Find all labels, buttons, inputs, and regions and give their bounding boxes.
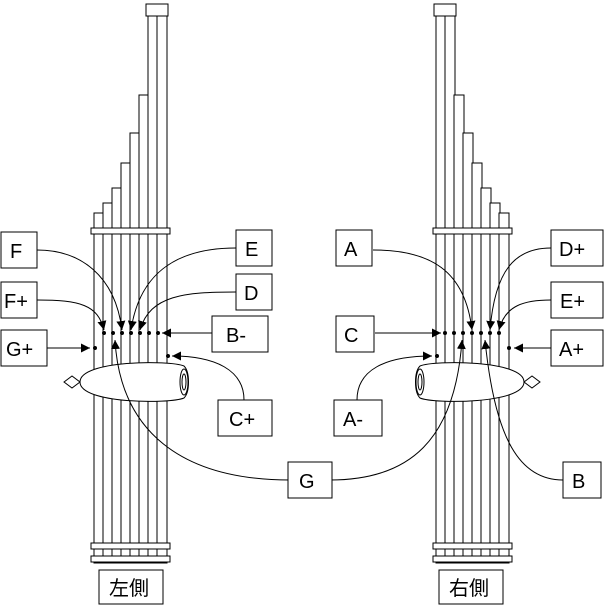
label-b-text: B <box>572 471 585 493</box>
left-pipe-8 <box>156 13 168 564</box>
label-c: C <box>335 315 375 353</box>
left-hole-f <box>120 331 124 335</box>
right-hole-3 <box>479 331 483 335</box>
leader-cplus <box>171 351 245 401</box>
right-hole-2 <box>461 331 465 335</box>
label-aminus-text: A- <box>343 409 363 431</box>
right-caption: 右側 <box>438 569 504 605</box>
right-pipes <box>433 3 510 564</box>
right-caption-text: 右側 <box>449 576 489 600</box>
right-lower-band-1 <box>432 542 513 550</box>
label-e: E <box>235 229 273 267</box>
left-upper-band <box>90 227 171 235</box>
leader-fplus <box>36 299 107 331</box>
label-dplus-text: D+ <box>559 239 585 261</box>
left-hole-bminus <box>156 331 160 335</box>
label-fplus-text: F+ <box>4 291 28 313</box>
left-lower-band-1 <box>90 542 171 550</box>
right-hole-aminus <box>435 354 439 358</box>
right-hole-c <box>443 331 447 335</box>
label-eplus-text: E+ <box>560 291 585 313</box>
label-gplus-text: G+ <box>6 339 33 361</box>
left-caption: 左側 <box>98 569 164 605</box>
left-hole-e <box>129 331 133 335</box>
label-dplus: D+ <box>550 229 604 267</box>
right-labels: A D+ E+ C A+ A- B <box>333 229 604 499</box>
right-finger-holes <box>435 331 511 358</box>
left-pipe-cap <box>145 3 169 17</box>
leader-b <box>481 339 564 481</box>
left-lower-band-2 <box>90 555 171 563</box>
right-hole-a <box>470 331 474 335</box>
right-wind-chest <box>415 362 541 402</box>
left-hole-d <box>138 331 142 335</box>
right-chest-tip <box>523 375 541 389</box>
label-cplus: C+ <box>217 399 273 437</box>
left-instrument <box>63 3 189 564</box>
label-cplus-text: C+ <box>229 409 255 431</box>
right-hole-dplus <box>488 331 492 335</box>
label-aplus: A+ <box>550 329 604 367</box>
leader-dplus <box>486 247 552 331</box>
label-d-text: D <box>244 283 258 305</box>
right-hole-aplus <box>507 346 511 350</box>
leader-e <box>127 247 237 331</box>
right-chest-body <box>415 362 525 402</box>
right-lower-band-2 <box>432 555 513 563</box>
label-a: A <box>335 229 373 267</box>
label-f-text: F <box>10 241 22 263</box>
left-hole-gplus <box>93 346 97 350</box>
leader-g-right <box>329 339 466 481</box>
left-hole-1 <box>111 331 115 335</box>
label-bminus: B- <box>211 315 269 353</box>
left-chest-tip <box>63 375 81 389</box>
left-finger-holes <box>93 331 170 358</box>
right-mouthpiece-inner <box>417 373 423 391</box>
label-c-text: C <box>344 325 358 347</box>
label-bminus-text: B- <box>226 325 246 347</box>
leader-f <box>36 249 126 331</box>
leader-lines <box>36 247 564 481</box>
right-hole-eplus <box>497 331 501 335</box>
right-hole-1 <box>452 331 456 335</box>
label-fplus: F+ <box>0 281 38 319</box>
right-upper-band <box>432 227 513 235</box>
leader-aminus <box>356 351 433 401</box>
label-a-text: A <box>344 239 358 261</box>
label-g-text: G <box>299 471 315 493</box>
leader-d <box>138 291 237 331</box>
left-hole-fplus <box>102 331 106 335</box>
label-b: B <box>562 461 602 499</box>
left-hole-2 <box>147 331 151 335</box>
left-labels: F E D F+ G+ B- C+ <box>0 229 273 437</box>
label-aplus-text: A+ <box>559 339 584 361</box>
label-aminus: A- <box>333 399 383 437</box>
label-eplus: E+ <box>550 281 604 319</box>
leader-g-left <box>111 339 291 481</box>
leader-a <box>372 249 476 331</box>
left-wind-chest <box>63 362 189 402</box>
left-chest-body <box>79 362 189 402</box>
label-e-text: E <box>245 239 258 261</box>
right-instrument <box>415 3 541 564</box>
left-hole-cplus <box>166 354 170 358</box>
left-caption-text: 左側 <box>109 576 149 600</box>
label-g: G <box>287 461 333 499</box>
left-mouthpiece-inner <box>181 373 187 391</box>
label-d: D <box>235 273 273 311</box>
label-gplus: G+ <box>0 329 48 367</box>
right-pipe-cap <box>433 3 457 17</box>
leader-eplus <box>496 299 552 331</box>
label-f: F <box>0 231 38 269</box>
